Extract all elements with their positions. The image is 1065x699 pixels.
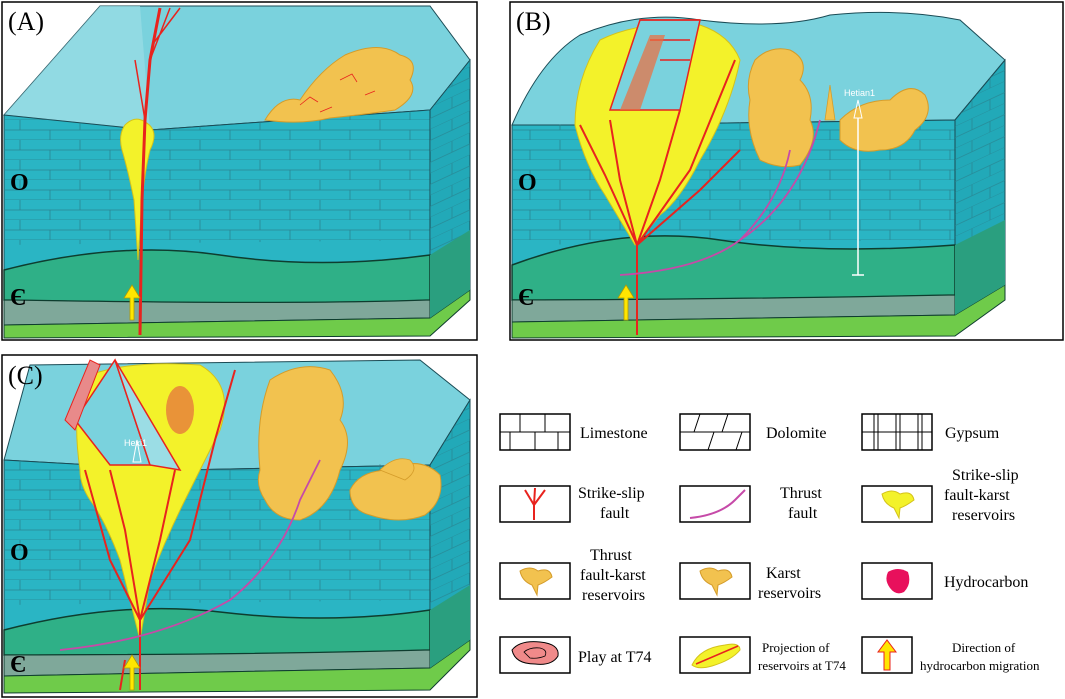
gypsum-swatch: [862, 414, 932, 450]
panel-b-ordovician-label: O: [518, 170, 537, 196]
dolomite-swatch: [680, 413, 750, 451]
panel-a-ordovician-label: O: [10, 170, 29, 196]
panel-c-strike-slip-fault: [84, 369, 236, 691]
panel-a-cambrian-label: Є: [10, 285, 26, 311]
panel-c-cambrian-label: Є: [10, 652, 26, 678]
panel-c-ordovician-label: O: [10, 540, 29, 566]
panel-b-thrust-karst: [747, 48, 814, 168]
panel-c-well-derrick-icon: [132, 439, 142, 463]
hydrocarbon-swatch: [886, 569, 910, 594]
panel-a-label: (A): [8, 7, 44, 36]
panel-b-fault-karst: [574, 23, 741, 246]
panel-c: Hexi1 (C) O Є: [1, 354, 478, 698]
panel-c-play-body: [166, 386, 194, 434]
migration-arrow-icon: [877, 639, 897, 671]
panel-c-well-label: Hexi1: [124, 438, 147, 448]
limestone-swatch: [500, 414, 570, 450]
panel-c-thrust-fault: [59, 459, 321, 651]
legend-limestone: Limestone: [499, 413, 648, 451]
legend-limestone-text: Limestone: [580, 425, 648, 442]
panel-b-label: (B): [516, 7, 551, 36]
play-swatch: [511, 641, 559, 665]
panel-b-well-derrick-icon: [853, 99, 863, 119]
panel-a-migration-arrow: [123, 284, 141, 321]
panel-b-cambrian-label: Є: [518, 285, 534, 311]
panel-c-thrust-karst: [257, 366, 348, 521]
thrust-fault-icon: [689, 489, 746, 519]
panel-b-karst: [839, 88, 929, 152]
karst-swatch: [699, 567, 733, 597]
legend-gypsum-text: Gypsum: [945, 425, 1000, 442]
panel-b-strike-slip-fault: [579, 59, 741, 335]
panel-c-label: (C): [8, 361, 43, 390]
legend-dolomite-text: Dolomite: [766, 425, 826, 442]
legend-hydrocarbon: Hydrocarbon: [861, 562, 1028, 600]
legend-play: Play at T74: [499, 636, 651, 674]
legend-dolomite: Dolomite: [679, 413, 826, 451]
thrust-karst-swatch: [519, 567, 553, 597]
panel-a: (A) O Є: [1, 1, 478, 341]
panel-b-well-label: Hetian1: [844, 88, 875, 98]
strike-slip-fault-icon: [524, 487, 546, 520]
ssf-karst-swatch: [881, 490, 915, 520]
panel-b-migration-arrow: [617, 284, 635, 321]
legend-play-text: Play at T74: [578, 649, 651, 666]
legend-gypsum: Gypsum: [861, 413, 1000, 451]
panel-b: Hetian1 (B) O Є: [509, 1, 1064, 341]
legend-hydrocarbon-text: Hydrocarbon: [944, 574, 1028, 591]
panel-b-thrust-fault: [619, 119, 821, 276]
panel-c-migration-arrow: [123, 654, 141, 691]
